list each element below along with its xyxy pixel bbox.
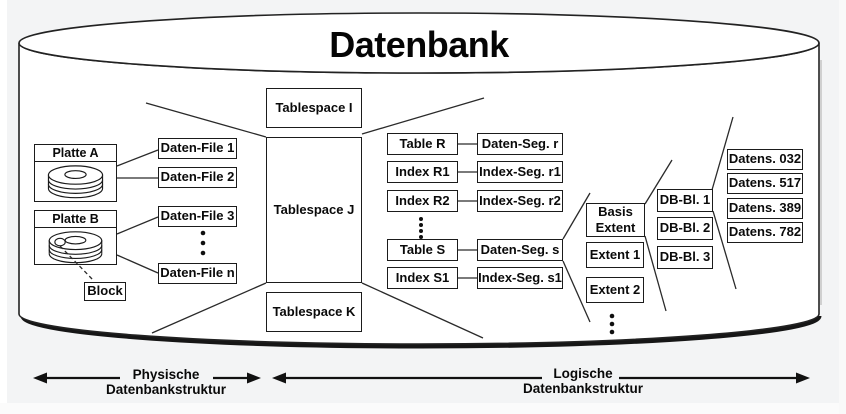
index-r1: Index R1 <box>387 161 458 183</box>
record-782: Datens. 782 <box>727 222 803 243</box>
database-cylinder-top <box>18 12 820 74</box>
fan-block-records-top <box>711 116 734 191</box>
record-389: Datens. 389 <box>727 198 803 219</box>
fan-tablespace-tables-bottom <box>361 282 484 339</box>
diagram-title: Datenbank <box>329 24 509 65</box>
legend-physical-line2: Datenbankstruktur <box>105 382 227 397</box>
fan-block-records-bottom <box>712 210 737 290</box>
extent-1: Extent 1 <box>586 242 644 268</box>
fan-segment-extents-top <box>562 192 591 240</box>
data-file-2: Daten-File 2 <box>158 167 237 188</box>
disk-platte-b-label: Platte B <box>35 211 116 229</box>
physical-structure-arrow <box>33 372 261 384</box>
page-margin-left <box>0 0 7 414</box>
page-margin-bottom <box>0 403 846 414</box>
tablespace-i: Tablespace I <box>266 88 362 128</box>
fan-extent-blocks-top <box>644 159 673 205</box>
db-block-1: DB-Bl. 1 <box>657 189 713 212</box>
line-disk-b-file3 <box>116 216 159 235</box>
connector-lines <box>116 97 737 339</box>
data-file-3: Daten-File 3 <box>158 206 237 227</box>
logical-structure-arrow <box>272 372 810 384</box>
tablespace-j: Tablespace J <box>266 137 362 283</box>
page-margin-right <box>839 0 846 414</box>
disk-icon <box>47 165 104 199</box>
legend-physical: Physische Datenbankstruktur <box>96 367 236 397</box>
block-box: Block <box>84 282 126 301</box>
disk-platte-a-label: Platte A <box>35 145 116 163</box>
block-marker-icon <box>54 238 66 247</box>
segment-daten-r: Daten-Seg. r <box>477 133 563 155</box>
table-r: Table R <box>387 133 458 155</box>
data-file-1: Daten-File 1 <box>158 138 237 159</box>
data-file-n: Daten-File n <box>158 263 237 284</box>
table-s: Table S <box>387 239 458 261</box>
line-disk-a-file1 <box>116 149 159 167</box>
disk-platte-a: Platte A <box>34 144 117 202</box>
fan-extent-blocks-bottom <box>644 235 667 312</box>
legend-arrows <box>33 372 810 384</box>
segment-daten-s: Daten-Seg. s <box>477 239 563 261</box>
tablespace-k: Tablespace K <box>266 292 362 332</box>
basis-extent: Basis Extent <box>586 203 645 237</box>
legend-physical-line1: Physische <box>132 367 200 382</box>
disk-icon <box>48 231 103 264</box>
legend-logical-line2: Datenbankstruktur <box>522 381 644 396</box>
fan-segment-extents-bottom <box>562 260 591 323</box>
extent-2: Extent 2 <box>586 277 644 303</box>
db-block-3: DB-Bl. 3 <box>657 246 713 269</box>
fan-files-tablespace-bottom <box>151 282 267 334</box>
segment-index-r1: Index-Seg. r1 <box>477 161 563 183</box>
record-032: Datens. 032 <box>727 149 803 170</box>
ellipsis-dots <box>200 217 615 335</box>
segment-index-s1: Index-Seg. s1 <box>477 267 563 289</box>
fan-files-tablespace-top <box>145 102 267 138</box>
line-disk-b-filen <box>116 254 159 274</box>
index-r2: Index R2 <box>387 190 458 212</box>
record-517: Datens. 517 <box>727 173 803 194</box>
segment-index-r2: Index-Seg. r2 <box>477 190 563 212</box>
index-s1: Index S1 <box>387 267 458 289</box>
disk-platte-b: Platte B <box>34 210 117 265</box>
fan-tablespace-tables-top <box>361 97 485 135</box>
cylinder-shadow <box>20 315 822 349</box>
db-block-2: DB-Bl. 2 <box>657 217 713 240</box>
legend-logical: Logische Datenbankstruktur <box>513 366 653 396</box>
legend-logical-line1: Logische <box>553 366 613 381</box>
